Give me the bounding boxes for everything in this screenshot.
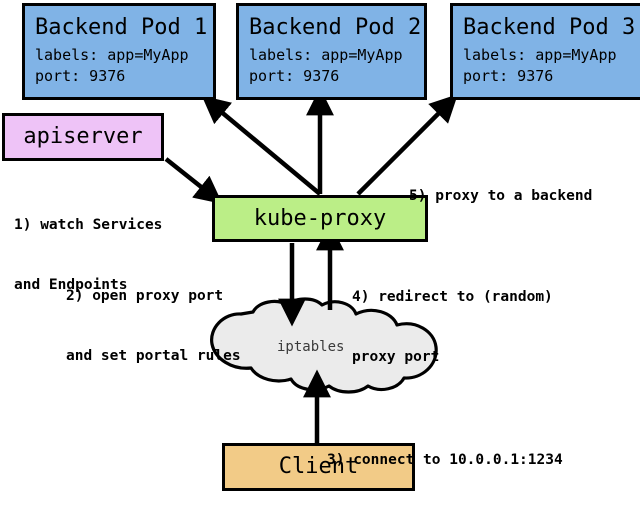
step-3-line-1: 3) connect to 10.0.0.1:1234	[327, 452, 563, 468]
step-1-label: 1) watch Services and Endpoints	[14, 175, 162, 335]
backend-pod-2-title: Backend Pod 2	[249, 14, 422, 40]
iptables-label: iptables	[277, 339, 345, 355]
backend-pod-3-box[interactable]: Backend Pod 3 labels: app=MyApp port: 93…	[450, 3, 640, 100]
backend-pod-1-port: port: 9376	[35, 66, 126, 85]
backend-pod-2-labels: labels: app=MyApp	[249, 45, 403, 64]
arrow-apiserver-to-kube-proxy	[164, 157, 223, 205]
step-2-label: 2) open proxy port and set portal rules	[66, 246, 241, 406]
kube-proxy-box[interactable]: kube-proxy	[212, 195, 428, 242]
client-box[interactable]: Client	[222, 443, 415, 491]
backend-pod-2-box[interactable]: Backend Pod 2 labels: app=MyApp port: 93…	[236, 3, 427, 100]
step-1-line-1: 1) watch Services	[14, 217, 163, 233]
step-4-label: 4) redirect to (random) proxy port	[352, 247, 553, 407]
arrow-kube-proxy-to-pod-1	[201, 95, 322, 196]
kube-proxy-label: kube-proxy	[253, 205, 387, 231]
backend-pod-2-port: port: 9376	[249, 66, 340, 85]
backend-pod-1-box[interactable]: Backend Pod 1 labels: app=MyApp port: 93…	[22, 3, 216, 100]
step-5-label: 5) proxy to a backend	[409, 146, 592, 246]
kube-proxy-diagram: Backend Pod 1 labels: app=MyApp port: 93…	[2, 3, 640, 491]
diagram-connectors-canvas	[164, 87, 458, 443]
step-3-label: 3) connect to 10.0.0.1:1234	[327, 410, 563, 510]
iptables-cloud	[210, 297, 438, 394]
backend-pod-1-title: Backend Pod 1	[35, 14, 208, 40]
step-1-line-2: and Endpoints	[14, 277, 128, 293]
apiserver-label: apiserver	[23, 124, 143, 149]
backend-pod-1-labels: labels: app=MyApp	[35, 45, 189, 64]
step-4-line-1: 4) redirect to (random)	[352, 289, 553, 305]
arrow-kube-proxy-to-pod-3	[356, 94, 458, 196]
apiserver-box[interactable]: apiserver	[2, 113, 164, 161]
backend-pod-3-port: port: 9376	[463, 66, 554, 85]
step-4-line-2: proxy port	[352, 349, 440, 365]
step-2-line-2: and set portal rules	[66, 348, 241, 364]
client-label: Client	[278, 454, 359, 479]
step-5-line-1: 5) proxy to a backend	[409, 188, 593, 204]
backend-pod-3-title: Backend Pod 3	[463, 14, 636, 40]
backend-pod-3-labels: labels: app=MyApp	[463, 45, 617, 64]
step-2-line-1: 2) open proxy port	[66, 288, 224, 304]
